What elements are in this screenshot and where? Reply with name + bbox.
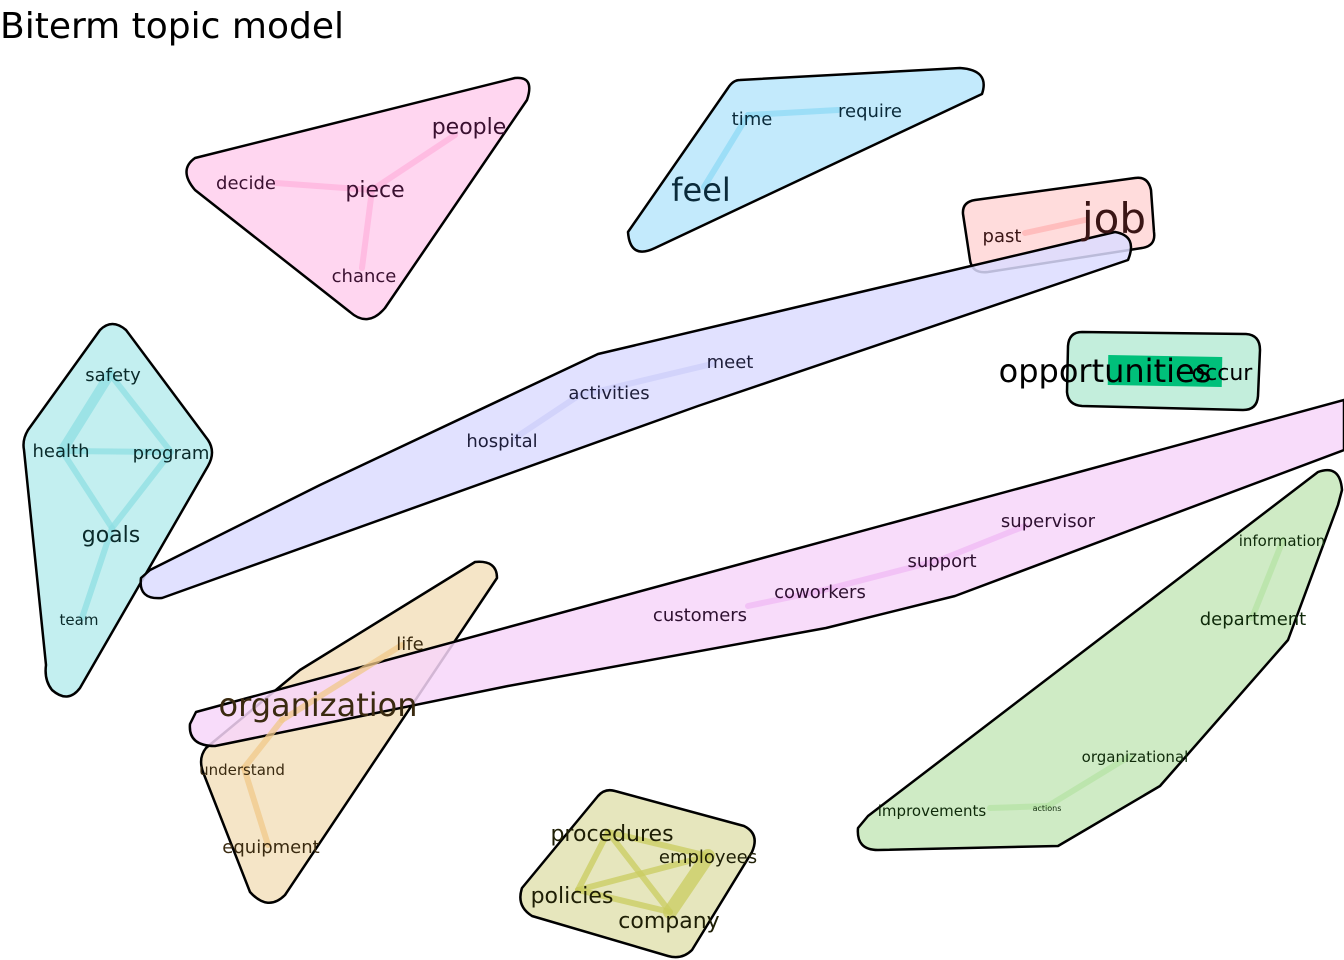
word-customers: customers bbox=[653, 605, 747, 626]
word-support: support bbox=[907, 551, 976, 572]
word-organizational: organizational bbox=[1082, 748, 1189, 766]
word-employees: employees bbox=[659, 847, 757, 868]
link-program-goals bbox=[109, 449, 174, 531]
link-safety-health bbox=[57, 369, 115, 456]
word-time: time bbox=[732, 109, 773, 130]
word-safety: safety bbox=[85, 365, 141, 386]
link-procedures-policies bbox=[575, 829, 611, 893]
word-people: people bbox=[432, 115, 507, 140]
word-goals: goals bbox=[82, 523, 140, 548]
link-piece-people bbox=[369, 132, 458, 193]
word-chance: chance bbox=[332, 266, 397, 287]
link-past-job bbox=[1022, 217, 1088, 236]
link-supervisor-support bbox=[937, 523, 1028, 563]
word-job: job bbox=[1081, 194, 1146, 243]
link-policies-company bbox=[575, 887, 673, 915]
link-employees-company bbox=[663, 849, 715, 919]
word-team: team bbox=[60, 611, 99, 629]
link-support-coworkers bbox=[817, 557, 943, 594]
word-coworkers: coworkers bbox=[774, 582, 866, 603]
link-life-organization bbox=[279, 642, 405, 723]
word-organization: organization bbox=[219, 686, 418, 724]
topic-hull-blue bbox=[626, 66, 985, 253]
link-health-goals bbox=[59, 448, 115, 531]
link-time-feel bbox=[701, 112, 751, 190]
link-activities-meet bbox=[575, 361, 715, 399]
word-health: health bbox=[33, 441, 90, 462]
link-information-department bbox=[1249, 537, 1286, 621]
word-policies: policies bbox=[531, 884, 614, 909]
word-supervisor: supervisor bbox=[1001, 511, 1096, 532]
word-feel: feel bbox=[671, 171, 731, 209]
word-meet: meet bbox=[707, 352, 754, 373]
word-program: program bbox=[133, 443, 210, 464]
word-activities: activities bbox=[568, 383, 649, 404]
topic-hull-peach bbox=[199, 560, 499, 904]
word-piece: piece bbox=[345, 178, 404, 203]
word-procedures: procedures bbox=[550, 822, 673, 847]
link-piece-chance bbox=[359, 187, 375, 271]
word-require: require bbox=[838, 101, 902, 122]
word-equipment: equipment bbox=[222, 837, 319, 858]
link-coworkers-customers bbox=[745, 588, 823, 609]
link-policies-employees bbox=[575, 853, 711, 893]
link-actions-organizational bbox=[1045, 753, 1133, 809]
topic-hull-pink bbox=[185, 76, 531, 321]
word-opportunities: opportunities bbox=[999, 352, 1212, 390]
word-improvements: improvements bbox=[878, 802, 987, 820]
word-information: information bbox=[1239, 532, 1326, 550]
link-health-program bbox=[59, 448, 174, 455]
word-life: life bbox=[396, 634, 423, 655]
link-hospital-activities bbox=[512, 393, 581, 441]
topic-hull-green bbox=[856, 468, 1344, 852]
link-decide-piece bbox=[273, 180, 375, 193]
word-decide: decide bbox=[216, 173, 276, 194]
diagram-title: Biterm topic model bbox=[0, 6, 344, 47]
word-occur: occur bbox=[1192, 361, 1254, 386]
topic-hull-cyan bbox=[22, 322, 214, 698]
word-company: company bbox=[618, 909, 719, 934]
link-goals-team bbox=[79, 525, 115, 621]
word-hospital: hospital bbox=[466, 431, 537, 452]
word-understand: understand bbox=[199, 761, 285, 779]
topic-hull-magenta bbox=[188, 398, 1344, 748]
link-procedures-employees bbox=[605, 829, 711, 859]
word-past: past bbox=[983, 226, 1022, 247]
word-actions: actions bbox=[1033, 804, 1062, 813]
link-organization-understand bbox=[241, 717, 285, 771]
topic-hull-lavender bbox=[139, 230, 1133, 600]
link-opportunities-occur bbox=[1107, 355, 1223, 387]
word-department: department bbox=[1200, 609, 1307, 630]
link-safety-program bbox=[107, 371, 174, 455]
link-understand-equipment bbox=[241, 765, 271, 848]
link-time-require bbox=[745, 107, 841, 118]
link-improvements-actions bbox=[987, 803, 1051, 811]
